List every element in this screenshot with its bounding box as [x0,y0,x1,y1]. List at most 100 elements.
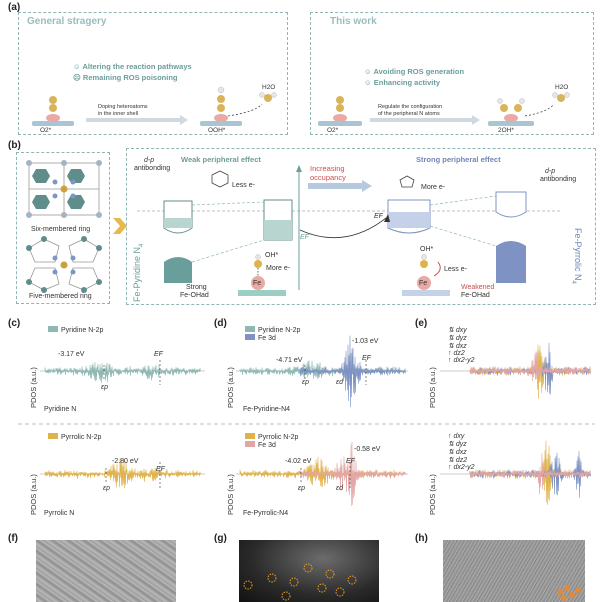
c-bottom-name: Pyrrolic N [44,510,75,517]
more-e-top: More e- [421,184,446,191]
right-water-label: H2O [555,84,569,91]
c-bottom-legend-text: Pyrrolic N-2p [61,434,102,441]
e-bot-leg-2: ⇅ dxz [448,449,467,456]
arrow-left-text2: in the inner shell [98,111,139,117]
panel-a-left-title: General stragery [27,16,107,27]
fe-left: Fe [253,280,262,287]
panel-label-h: (h) [415,533,428,544]
six-membered-ring-structure [26,160,102,218]
panel-label-g: (g) [214,533,227,544]
e-bot-leg-0: ↑ dxy [448,433,465,440]
d-top-spectrum-fe [299,335,406,408]
panel-a-left-bullet1-text: Altering the reaction pathways [82,62,192,71]
panel-label-b: (b) [8,140,21,151]
panel-a-right-bullet2-text: Enhancing activity [373,78,441,87]
ef-right: EF [374,213,383,220]
e-top-leg-1: ⇅ dyz [448,335,467,342]
left-start-label: O2* [40,127,52,134]
water-h1-right [552,92,558,98]
c-top-legend-text: Pyridine N-2p [61,327,104,334]
increasing-label-1: Increasing [310,164,345,173]
d-top-ef: EF [362,355,371,362]
d-top-energy2: -1.03 eV [352,338,379,345]
e-top-leg-3-text: dz2 [453,350,465,357]
d-bottom-energy1: -4.02 eV [285,458,312,465]
dp-right-2: antibonding [540,176,577,183]
weakened-1: Weakened [461,284,495,291]
oh-h-2 [519,98,525,104]
legend-swatch-blue [245,334,255,340]
e-bot-leg-4-text: dx2-y2 [453,464,475,471]
c-bottom-ep: εp [103,485,110,492]
strong-feoh-1: Strong [186,284,207,291]
panel-a-right-bullet1-text: Avoiding ROS generation [373,67,465,76]
panel-a-illustration [32,86,570,126]
strong-effect-label: Strong peripheral effect [416,155,501,164]
oh-right: OH* [420,246,434,253]
panel-label-e: (e) [415,318,428,329]
e-top-leg-1-text: dyz [455,335,467,342]
arrow-right [370,115,480,125]
oh-atom-2 [514,104,522,112]
e-top-leg-2-text: dxz [455,343,467,350]
slab-left-start [32,121,74,126]
ooh-atom-1 [217,104,225,112]
o2-atom-left-2 [49,96,57,104]
o2-atom-right-2 [336,96,344,104]
panel-label-a: (a) [8,2,21,13]
d-bottom-legend2-text: Fe 3d [258,442,276,449]
metal-atom-right-end [504,114,518,122]
left-water-label: H2O [262,84,276,91]
arrow-right-text1: Regulate the configuration [378,104,443,110]
e-top-leg-4: ↑ dx2-y2 [448,357,475,364]
dp-right-1: d-p [545,168,556,175]
e-top-leg-3: ↑ dz2 [448,350,465,357]
d-top-legend1-text: Pyridine N-2p [258,327,301,334]
d-top-legend1: Pyridine N-2p [245,326,300,334]
ef-left: EF [300,234,309,241]
o2-atom-right-1 [336,104,344,112]
e-top-spectrum-3 [469,351,591,390]
tem-image-f [36,540,176,602]
e-bot-leg-1-text: dyz [455,441,467,448]
dp-left-1: d-p [144,157,155,164]
legend-swatch-pink [245,441,255,447]
legend-swatch-teal [48,326,58,332]
slab-right-start [318,121,362,126]
panel-a-left-bullet2-text: Remaining ROS poisoning [82,73,178,82]
c-top-ep: εp [101,384,108,391]
haadf-image-g [239,540,379,602]
d-top-legend2-text: Fe 3d [258,335,276,342]
more-e-bottom: More e- [266,265,291,272]
dashed-line-left [227,103,263,117]
panel-a-left-box [18,12,288,135]
d-bottom-name: Fe-Pyrrolic-N4 [243,510,289,517]
c-top-spectrum [44,362,201,384]
arrow-left [86,115,188,125]
panel-a-right-bullet2: ☺ Enhancing activity [364,78,441,87]
right-start-label: O2* [327,127,339,134]
d-top-ed: εd [336,379,343,386]
slab-right-end [488,121,534,126]
panel-b-rings-box [16,152,110,304]
c-bottom-energy: -2.80 eV [112,458,139,465]
six-ring-label: Six-membered ring [31,226,91,233]
d-bottom-ep: εp [298,485,305,492]
ooh-atom-3 [217,86,225,94]
ooh-atom-2 [217,95,225,103]
panel-label-c: (c) [8,318,21,329]
d-bottom-legend1: Pyrrolic N-2p [245,433,298,441]
strong-feoh-2: Fe-OHad [180,292,209,299]
d-bottom-spectrum-n [239,456,401,488]
c-top-legend: Pyridine N-2p [48,326,103,334]
panel-a-right-bullet1: ☺ Avoiding ROS generation [364,67,465,76]
o2-atom-left-1 [49,104,57,112]
legend-swatch-teal-d [245,326,255,332]
d-bottom-legend1-text: Pyrrolic N-2p [258,434,299,441]
metal-atom-left-end [214,114,228,122]
water-h2-right [564,92,570,98]
panel-label-d: (d) [214,318,227,329]
weakened-2: Fe-OHad [461,292,490,299]
slab-left-end [200,121,242,126]
